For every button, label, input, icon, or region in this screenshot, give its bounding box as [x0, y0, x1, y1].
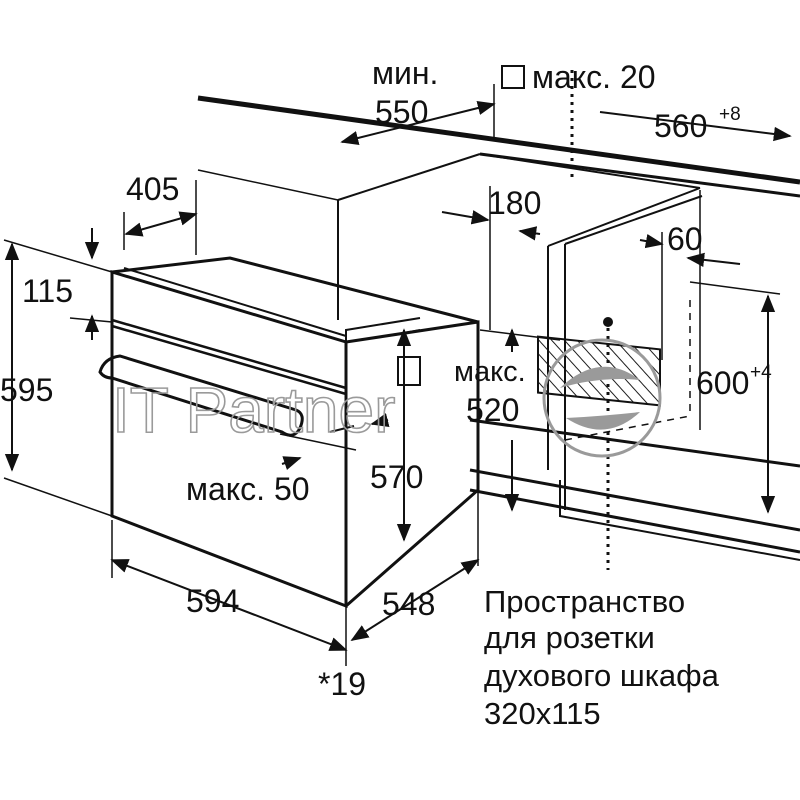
dimension-lines: [3, 84, 792, 666]
dim-594: 594: [186, 583, 239, 619]
dim-600: 600: [696, 365, 749, 401]
dim-max-20: макс. 20: [532, 59, 656, 95]
dim-180: 180: [488, 185, 541, 221]
note-line-3: духового шкафа: [484, 658, 720, 693]
dim-548: 548: [382, 586, 435, 622]
dimension-labels: мин. 550 макс. 20 560 +8 405 180 60 115 …: [0, 55, 772, 702]
min-label: мин.: [372, 55, 438, 91]
dim-115: 115: [22, 273, 73, 309]
watermark-text: IT Partner: [112, 374, 395, 446]
dim-405: 405: [126, 171, 179, 207]
dim-550: 550: [375, 94, 428, 130]
note-line-4: 320x115: [484, 696, 601, 731]
max-520-label: макс.: [454, 356, 526, 388]
watermark: IT Partner: [111, 338, 662, 458]
dim-max-50: макс. 50: [186, 471, 310, 507]
square-symbol-icon: [501, 65, 525, 89]
dim-60: 60: [667, 221, 703, 257]
socket-space-note: Пространство для розетки духового шкафа …: [484, 584, 720, 731]
dim-595: 595: [0, 372, 53, 408]
oven-body: [98, 256, 480, 609]
dim-560-tolerance: +8: [719, 104, 741, 125]
dim-570: 570: [370, 459, 423, 495]
note-line-1: Пространство: [484, 584, 685, 619]
socket-center-dot: [603, 317, 613, 327]
dim-560: 560: [654, 108, 707, 144]
dim-600-tolerance: +4: [750, 362, 772, 383]
dim-520: 520: [466, 392, 519, 428]
dim-19-footnote: *19: [318, 666, 366, 702]
note-line-2: для розетки: [484, 620, 655, 655]
